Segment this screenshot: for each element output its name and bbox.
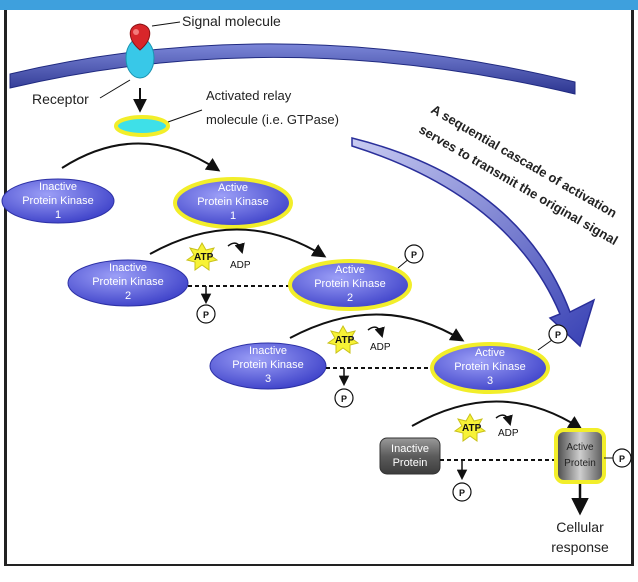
active-protein-kinase-1: Active Protein Kinase 1 xyxy=(173,177,293,229)
kinase-label: Inactive xyxy=(249,345,287,357)
inactive-protein-kinase-3: Inactive Protein Kinase 3 xyxy=(209,342,327,390)
cell-membrane xyxy=(9,43,576,95)
kinase-label: Inactive xyxy=(39,181,77,193)
active-protein-kinase-3: Active Protein Kinase 3 xyxy=(430,342,550,394)
relay-label-line2: molecule (i.e. GTPase) xyxy=(206,112,339,127)
phosphate-label: P xyxy=(341,394,347,404)
protein-label: Protein xyxy=(564,458,596,469)
kinase-label: Protein Kinase xyxy=(232,359,304,371)
kinase-label: Protein Kinase xyxy=(197,196,269,208)
kinase-label: 2 xyxy=(125,290,131,302)
phosphate-label: P xyxy=(411,250,417,260)
kinase-label: 1 xyxy=(230,210,236,222)
window-top-bar xyxy=(0,0,638,10)
kinase-label: Protein Kinase xyxy=(314,278,386,290)
phosphate-label: P xyxy=(459,488,465,498)
protein-label: Inactive xyxy=(391,443,429,455)
kinase-label: 3 xyxy=(487,375,493,387)
phosphate-attached-2: P xyxy=(404,244,424,264)
cascade-arrow xyxy=(351,137,596,348)
kinase-label: Inactive xyxy=(109,262,147,274)
atp-label: ATP xyxy=(335,335,355,346)
active-protein-kinase-2: Active Protein Kinase 2 xyxy=(288,259,412,311)
diagram-frame xyxy=(4,10,634,566)
active-protein: Active Protein xyxy=(554,428,606,484)
phosphate-attached-protein: P xyxy=(612,448,632,468)
inactive-protein-kinase-2: Inactive Protein Kinase 2 xyxy=(67,259,189,307)
phosphate-label: P xyxy=(555,330,561,340)
atp-star-1: ATP xyxy=(185,241,219,271)
relay-label-line1: Activated relay xyxy=(206,88,292,103)
protein-label: Protein xyxy=(393,457,428,469)
relay-molecule xyxy=(114,115,170,137)
phosphate-released-1: P xyxy=(196,304,216,324)
kinase-label: Protein Kinase xyxy=(454,361,526,373)
atp-label: ATP xyxy=(462,423,482,434)
atp-label: ATP xyxy=(194,252,214,263)
cascade-label-line1: A sequential cascade of activation xyxy=(429,102,620,221)
kinase-label: Active xyxy=(218,182,248,194)
cellular-response-line1: Cellular xyxy=(556,519,604,535)
kinase-label: 1 xyxy=(55,209,61,221)
receptor-label: Receptor xyxy=(32,91,89,107)
kinase-label: 2 xyxy=(347,292,353,304)
adp-label: ADP xyxy=(230,260,251,271)
signal-molecule-label: Signal molecule xyxy=(182,13,281,29)
kinase-label: Active xyxy=(335,264,365,276)
inactive-protein-kinase-1: Inactive Protein Kinase 1 xyxy=(1,178,115,224)
atp-star-3: ATP xyxy=(453,412,487,442)
adp-label: ADP xyxy=(370,342,391,353)
adp-label: ADP xyxy=(498,428,519,439)
cellular-response-line2: response xyxy=(551,539,609,555)
phosphate-label: P xyxy=(203,310,209,320)
kinase-label: Active xyxy=(475,347,505,359)
phosphate-released-2: P xyxy=(334,388,354,408)
atp-star-2: ATP xyxy=(326,324,360,354)
kinase-label: Protein Kinase xyxy=(92,276,164,288)
phosphate-attached-3: P xyxy=(548,324,568,344)
kinase-label: Protein Kinase xyxy=(22,195,94,207)
kinase-label: 3 xyxy=(265,373,271,385)
phosphate-label: P xyxy=(619,454,625,464)
phosphate-released-3: P xyxy=(452,482,472,502)
inactive-protein: Inactive Protein xyxy=(379,437,441,475)
protein-label: Active xyxy=(566,442,594,453)
